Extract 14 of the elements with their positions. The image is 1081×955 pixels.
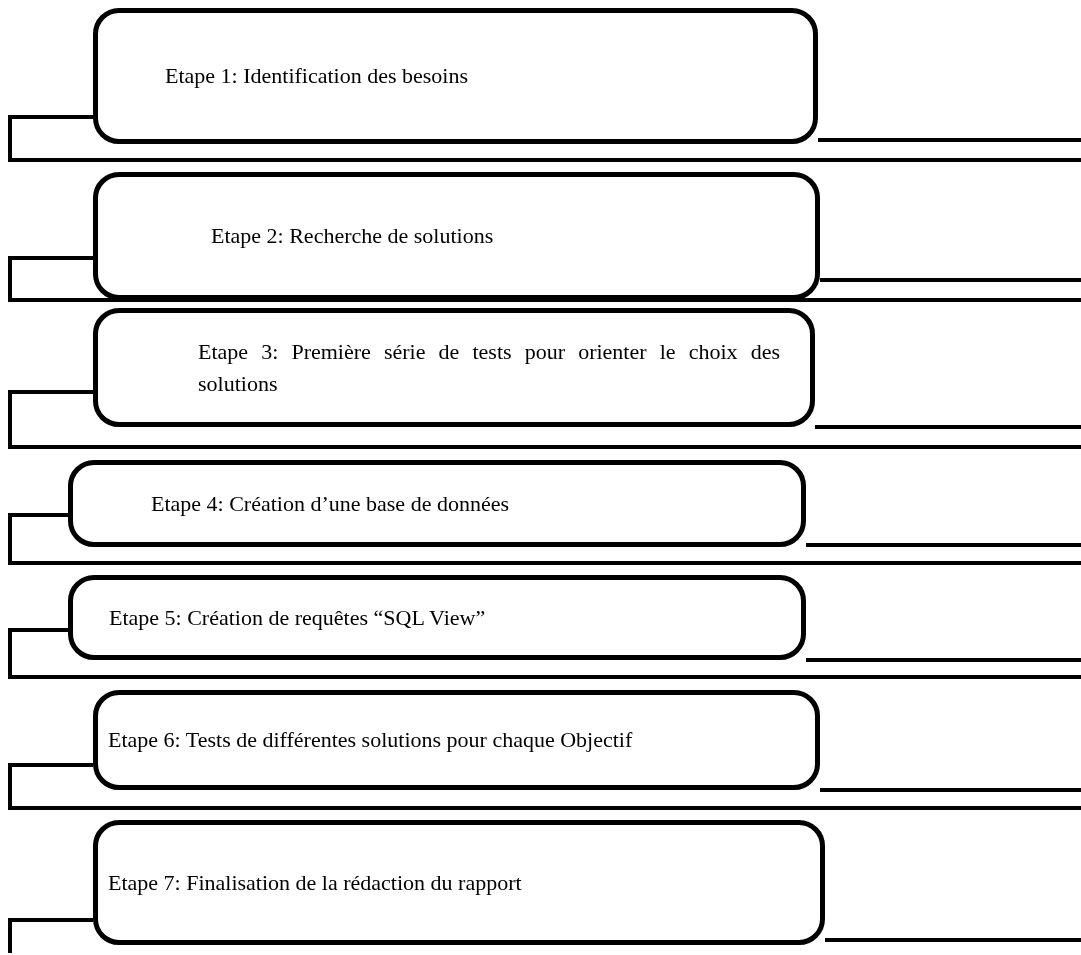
- step-text: Etape 4: Création d’une base de données: [150, 489, 509, 518]
- step-box: [93, 308, 815, 427]
- step-box: [93, 172, 820, 300]
- step-text: Etape 5: Création de requêtes “SQL View”: [109, 603, 486, 632]
- step-box: [93, 690, 820, 790]
- step-box: [68, 575, 806, 660]
- step-text: Etape 1: Identification des besoins: [165, 62, 469, 91]
- step-text: Etape 6: Tests de différentes solutions pour chaque Objectif: [108, 726, 633, 755]
- step-box: [93, 8, 818, 144]
- step-box: [93, 820, 825, 945]
- step-text: Etape 7: Finalisation de la rédaction du rapport: [108, 868, 522, 897]
- step-text: Etape 2: Recherche de solutions: [211, 222, 494, 251]
- step-text: Etape 3: Première série de tests pour orienter le choix des solutions: [198, 337, 780, 398]
- step-box: [68, 460, 806, 547]
